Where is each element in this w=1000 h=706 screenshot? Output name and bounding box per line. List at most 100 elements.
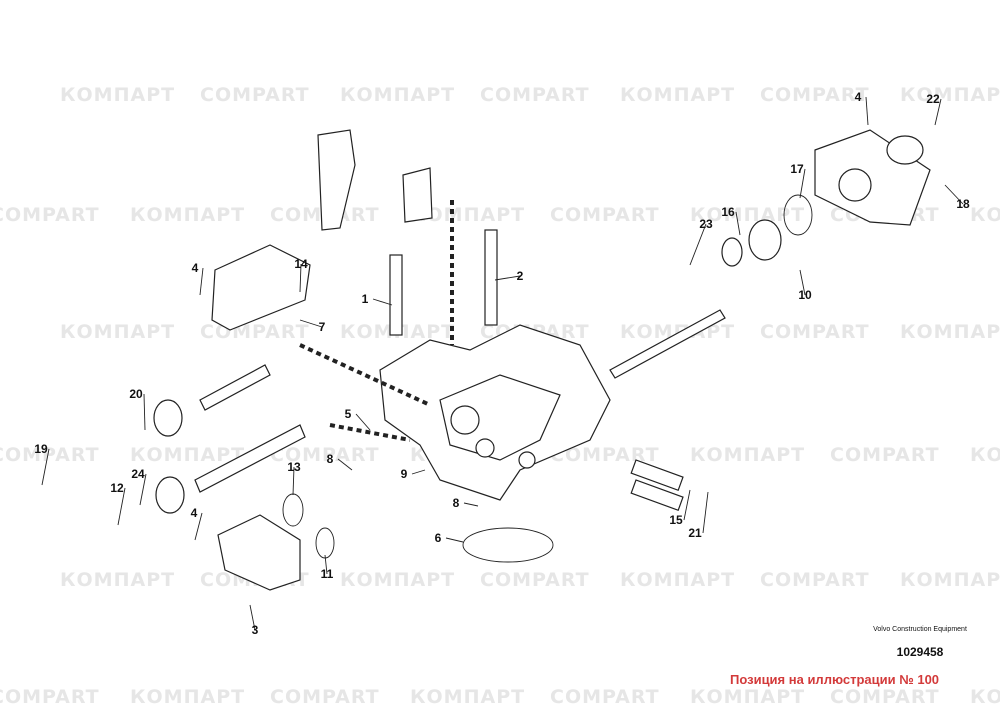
leader-line — [355, 413, 371, 431]
callout-15: 15 — [669, 513, 683, 527]
watermark-text: КОМПАРТ — [620, 569, 735, 591]
watermark-text: КОМПАРТ — [340, 84, 455, 106]
callout-4: 4 — [191, 506, 198, 520]
watermark-text: КОМПАРТ — [970, 444, 1000, 466]
watermark-text: КОМПАРТ — [970, 686, 1000, 706]
watermark-text: КОМПАРТ — [690, 686, 805, 706]
leader-line — [445, 537, 464, 543]
watermark-text: КОМПАРТ — [900, 569, 1000, 591]
leader-lines — [41, 96, 964, 631]
leader-line — [735, 211, 741, 236]
watermark-text: COMPART — [550, 444, 660, 466]
leader-line — [117, 487, 126, 526]
cover-plate-left — [211, 244, 311, 331]
watermark-text: КОМПАРТ — [690, 204, 805, 226]
watermark-text: COMPART — [200, 321, 310, 343]
watermark-text: COMPART — [0, 686, 100, 706]
watermark-text: КОМПАРТ — [340, 569, 455, 591]
watermark-text: COMPART — [830, 686, 940, 706]
leader-line — [299, 319, 323, 328]
callout-21: 21 — [688, 526, 702, 540]
leader-line — [337, 458, 353, 471]
bolts-and-spools — [153, 129, 813, 563]
leader-line — [411, 469, 426, 475]
watermark-text: КОМПАРТ — [900, 321, 1000, 343]
leader-line — [934, 98, 942, 126]
valve-body — [379, 324, 611, 501]
callout-14: 14 — [294, 257, 308, 271]
callout-2: 2 — [517, 269, 524, 283]
callout-10: 10 — [798, 288, 812, 302]
callout-6: 6 — [435, 531, 442, 545]
callout-18: 18 — [956, 197, 970, 211]
watermark-text: COMPART — [0, 444, 100, 466]
leader-line — [689, 223, 707, 266]
leader-line — [799, 168, 806, 199]
watermark-text: КОМПАРТ — [60, 321, 175, 343]
watermark-text: КОМПАРТ — [690, 444, 805, 466]
watermark-text: COMPART — [480, 569, 590, 591]
callout-1: 1 — [362, 292, 369, 306]
callout-3: 3 — [252, 623, 259, 637]
leader-line — [143, 393, 146, 431]
callout-20: 20 — [129, 387, 143, 401]
watermark-text: КОМПАРТ — [620, 84, 735, 106]
leader-line — [702, 491, 709, 534]
manufacturer-label: Volvo Construction Equipment — [873, 626, 967, 633]
leader-line — [41, 448, 50, 486]
watermark-text: КОМПАРТ — [410, 204, 525, 226]
callout-19: 19 — [34, 442, 48, 456]
callout-4: 4 — [855, 90, 862, 104]
dashed-lines — [299, 200, 454, 442]
callout-22: 22 — [926, 92, 940, 106]
watermark-text: КОМПАРТ — [60, 569, 175, 591]
watermark-text: COMPART — [830, 444, 940, 466]
watermark-text: COMPART — [760, 569, 870, 591]
watermark-text: КОМПАРТ — [900, 84, 1000, 106]
watermark-text: КОМПАРТ — [410, 686, 525, 706]
leader-line — [249, 604, 256, 631]
watermark-text: COMPART — [270, 444, 380, 466]
watermark-text: COMPART — [760, 321, 870, 343]
callout-24: 24 — [131, 467, 145, 481]
callout-8: 8 — [453, 496, 460, 510]
leader-line — [944, 184, 964, 205]
leader-line — [494, 275, 521, 281]
watermark-text: КОМПАРТ — [130, 444, 245, 466]
callout-4: 4 — [192, 261, 199, 275]
callout-23: 23 — [699, 217, 713, 231]
leader-line — [865, 96, 869, 126]
leader-line — [324, 554, 328, 575]
callout-8: 8 — [327, 452, 334, 466]
callout-5: 5 — [345, 407, 352, 421]
watermark-text: КОМПАРТ — [130, 686, 245, 706]
leader-line — [292, 466, 295, 496]
leader-line — [799, 269, 806, 296]
callout-7: 7 — [319, 320, 326, 334]
callout-13: 13 — [287, 460, 301, 474]
watermark-text: COMPART — [270, 686, 380, 706]
watermark-text: COMPART — [480, 84, 590, 106]
cover-plate-right — [814, 129, 931, 226]
watermark-text: КОМПАРТ — [130, 204, 245, 226]
watermark-text: COMPART — [0, 204, 100, 226]
end-cover-bottom — [217, 514, 301, 591]
leader-line — [139, 473, 147, 506]
watermark-layer: КОМПАРТ COMPART КОМПАРТ COMPART КОМПАРТ COMPA… — [0, 84, 1000, 706]
watermark-text: COMPART — [550, 204, 660, 226]
watermark-text: COMPART — [200, 84, 310, 106]
callout-11: 11 — [321, 567, 334, 581]
watermark-text: COMPART — [760, 84, 870, 106]
callout-9: 9 — [401, 467, 408, 481]
leader-line — [199, 267, 204, 296]
leader-line — [372, 298, 393, 306]
watermark-text: КОМПАРТ — [970, 204, 1000, 226]
callout-12: 12 — [110, 481, 124, 495]
position-text: Позиция на иллюстрации № 100 — [730, 672, 940, 687]
watermark-text: COMPART — [550, 686, 660, 706]
leader-line — [463, 502, 479, 507]
leader-line — [299, 263, 302, 293]
leader-line — [194, 512, 203, 541]
